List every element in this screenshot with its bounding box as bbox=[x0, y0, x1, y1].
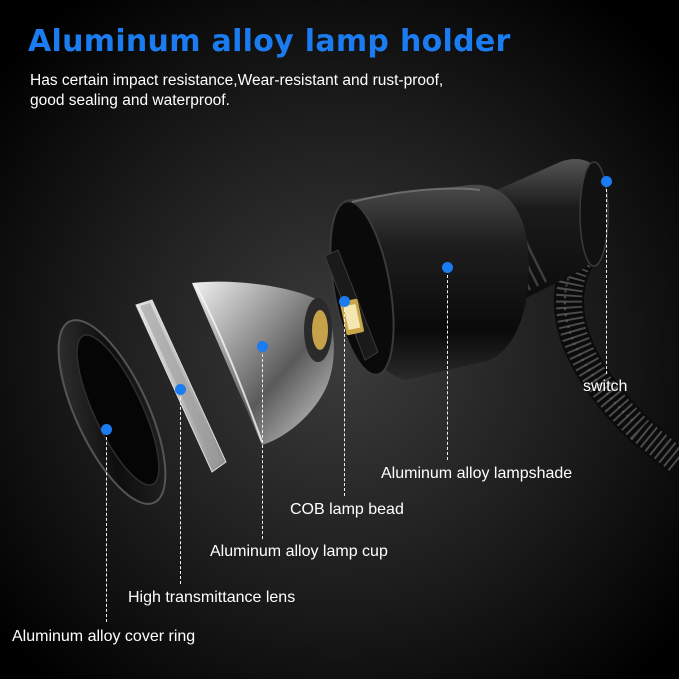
marker-switch bbox=[601, 176, 612, 187]
leader-line-switch bbox=[606, 184, 607, 374]
marker-lampshade bbox=[442, 262, 453, 273]
leader-line-lens bbox=[180, 392, 181, 584]
marker-cover-ring bbox=[101, 424, 112, 435]
label-lens: High transmittance lens bbox=[128, 589, 296, 606]
page-title: Aluminum alloy lamp holder bbox=[28, 24, 511, 59]
subtitle-line-1: Has certain impact resistance,Wear-resis… bbox=[30, 72, 444, 89]
marker-lamp-bead bbox=[339, 296, 350, 307]
label-lampshade: Aluminum alloy lampshade bbox=[381, 465, 573, 482]
label-switch: switch bbox=[583, 378, 628, 395]
label-lamp-bead: COB lamp bead bbox=[290, 501, 404, 518]
subtitle-line-2: good sealing and waterproof. bbox=[30, 92, 230, 109]
leader-line-lamp-cup bbox=[262, 349, 263, 539]
leader-line-lampshade bbox=[447, 270, 448, 460]
marker-lens bbox=[175, 384, 186, 395]
label-lamp-cup: Aluminum alloy lamp cup bbox=[210, 543, 388, 560]
leader-line-lamp-bead bbox=[344, 304, 345, 496]
marker-lamp-cup bbox=[257, 341, 268, 352]
subtitle: Has certain impact resistance,Wear-resis… bbox=[30, 71, 590, 111]
label-cover-ring: Aluminum alloy cover ring bbox=[12, 628, 196, 645]
leader-line-cover-ring bbox=[106, 432, 107, 622]
